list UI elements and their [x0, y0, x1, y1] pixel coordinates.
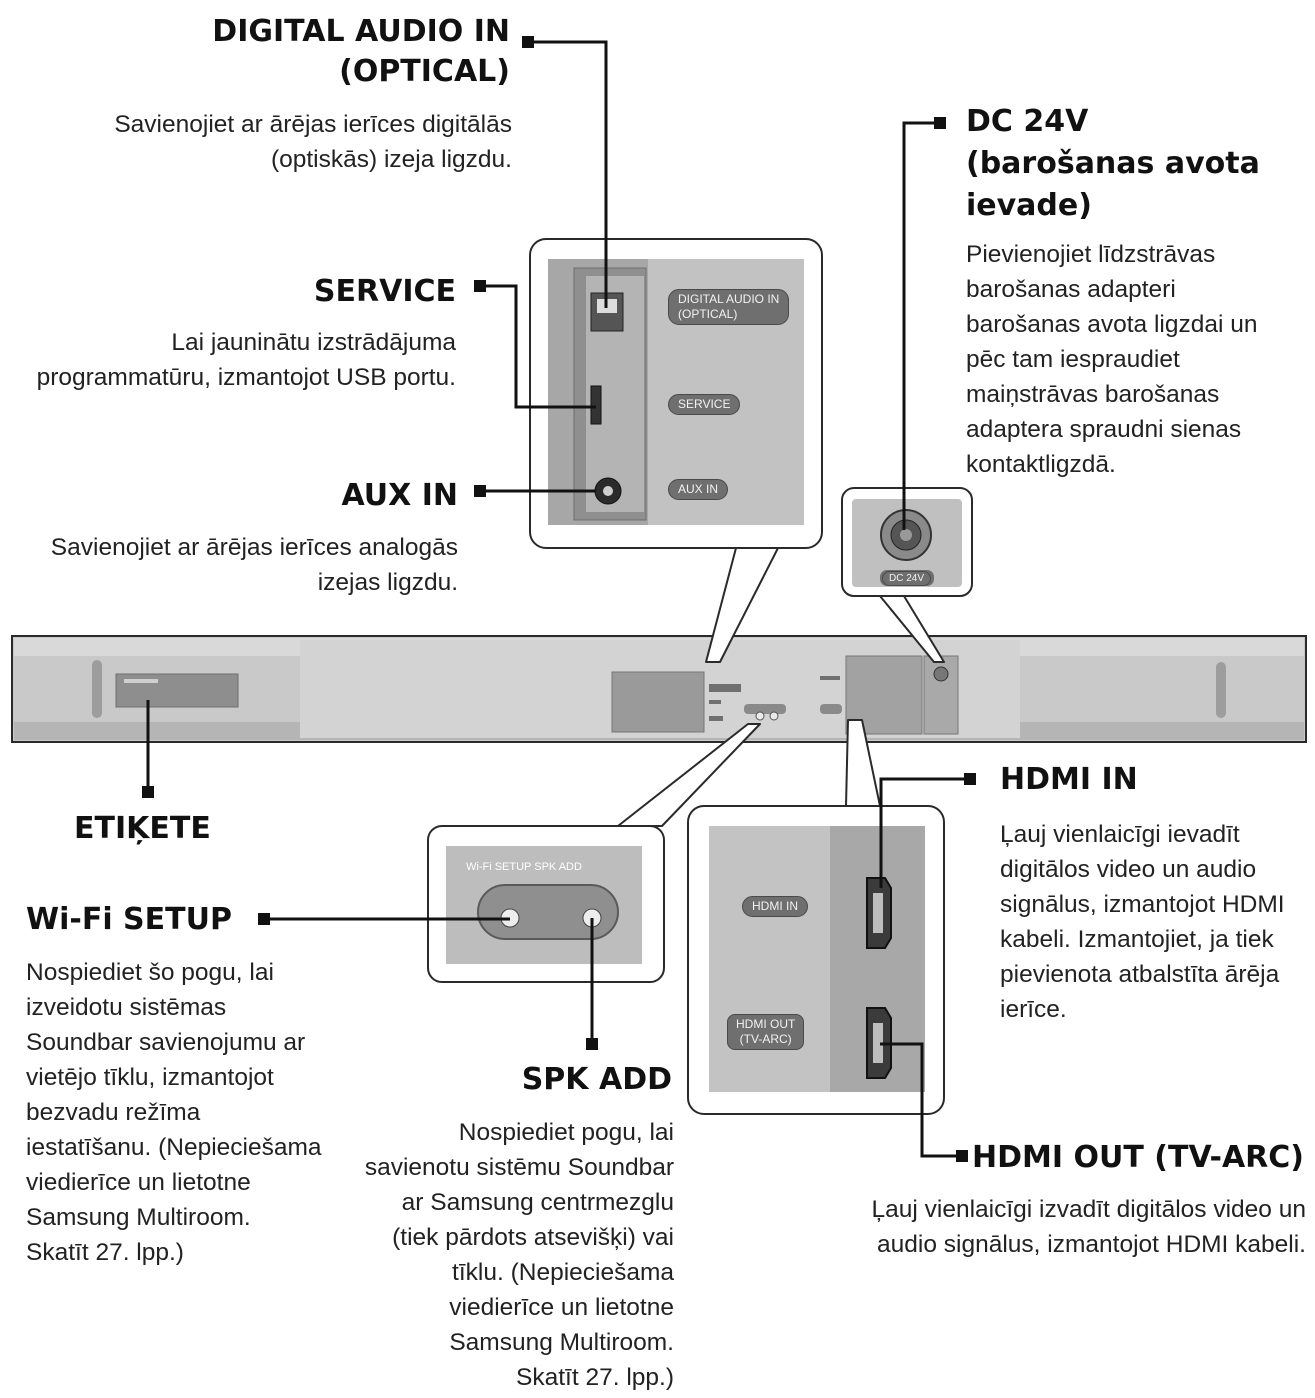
callout-desc-optical: Savienojiet ar ārējas ierīces digitālās … [114, 111, 512, 173]
panel-label-dc: DC 24V [882, 571, 932, 586]
callout-title-service: SERVICE [313, 274, 456, 309]
soundbar-body [11, 635, 1307, 743]
callout-desc-hdmi-out: Ļauj vienlaicīgi izvadīt digitālos video… [871, 1196, 1306, 1258]
zoom-panel-buttons [427, 723, 761, 983]
callout-title-label: ETIĶETE [74, 811, 211, 846]
callout-title-dc: DC 24V (barošanas avota ievade) [966, 104, 1260, 223]
callout-desc-hdmi-in: Ļauj vienlaicīgi ievadīt digitālos video… [1000, 821, 1285, 1023]
callout-desc-service: Lai jauninātu izstrādājuma programmatūru… [36, 329, 456, 391]
left-grip [92, 660, 102, 718]
panel-label-optical: DIGITAL AUDIO IN (OPTICAL) [668, 289, 790, 325]
panel-label-aux: AUX IN [668, 479, 729, 500]
callout-title-hdmi-out: HDMI OUT (TV-ARC) [972, 1140, 1304, 1175]
callout-title-optical: DIGITAL AUDIO IN (OPTICAL) [212, 14, 510, 89]
panel-label-buttons: Wi-Fi SETUP SPK ADD [466, 861, 582, 873]
leader-line-terminals [142, 36, 976, 1162]
callout-title-aux: AUX IN [341, 478, 459, 513]
callout-title-spk: SPK ADD [521, 1062, 672, 1097]
callout-desc-wifi: Nospiediet šo pogu, lai izveidotu sistēm… [26, 959, 322, 1266]
panel-label-service: SERVICE [668, 394, 741, 415]
leader-lines [146, 40, 970, 1158]
panel-label-hdmi-in: HDMI IN [742, 896, 808, 917]
panel-label-hdmi-out: HDMI OUT (TV-ARC) [727, 1014, 805, 1050]
callout-desc-spk: Nospiediet pogu, lai savienotu sistēmu S… [364, 1119, 674, 1391]
callout-desc-aux: Savienojiet ar ārējas ierīces analogās i… [50, 534, 458, 596]
label-plate [115, 673, 239, 708]
callout-title-hdmi-in: HDMI IN [1000, 762, 1138, 797]
right-grip [1216, 662, 1226, 718]
callout-desc-dc: Pievienojiet līdzstrāvas barošanas adapt… [966, 241, 1258, 478]
zoom-panel-dc [841, 487, 973, 663]
callout-title-wifi: Wi-Fi SETUP [26, 902, 232, 937]
